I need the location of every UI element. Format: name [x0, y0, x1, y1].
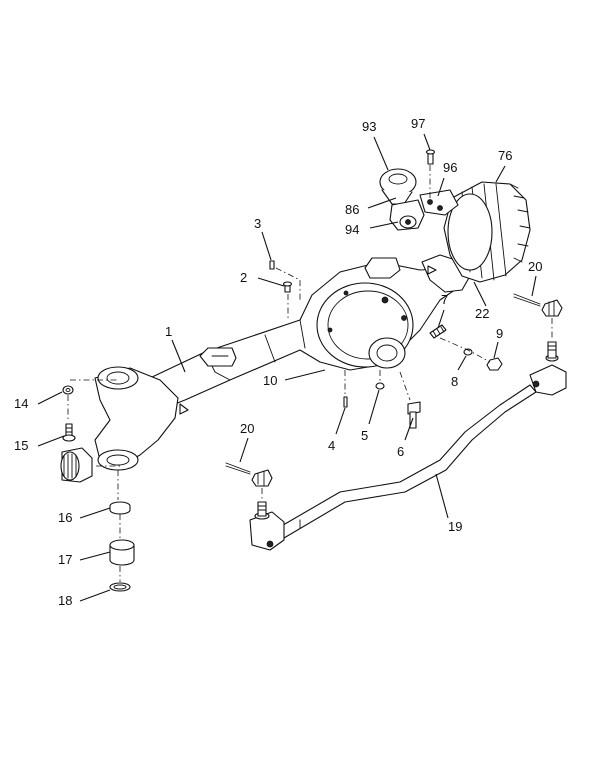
- callout-1: 1: [165, 324, 172, 339]
- seal-18: [109, 582, 131, 592]
- cotter-pin-left: [225, 462, 251, 475]
- tie-rod-end-right: [529, 341, 567, 396]
- callout-2: 2: [240, 270, 247, 285]
- bolt-97: [425, 149, 436, 165]
- tie-rod: [277, 384, 537, 539]
- fitting-3: [269, 260, 275, 270]
- callout-9: 9: [496, 326, 503, 341]
- castle-nut-right: [541, 299, 563, 317]
- washer-14: [62, 385, 74, 395]
- callout-19: 19: [448, 519, 462, 534]
- center-lines: [67, 165, 553, 582]
- bolt-15: [62, 423, 76, 442]
- callout-8: 8: [451, 374, 458, 389]
- callout-3: 3: [254, 216, 261, 231]
- callout-76: 76: [498, 148, 512, 163]
- brake-chamber: [379, 168, 417, 205]
- callout-97: 97: [411, 116, 425, 131]
- pin-4: [343, 396, 348, 408]
- callout-16: 16: [58, 510, 72, 525]
- slack-adjuster: [389, 199, 425, 231]
- bolt-6: [407, 401, 421, 429]
- callout-17: 17: [58, 552, 72, 567]
- axle-beam: [94, 254, 471, 471]
- castle-nut-left: [251, 469, 273, 487]
- callout-96: 96: [443, 160, 457, 175]
- cotter-pin-right: [513, 293, 541, 307]
- leader-lines: [37, 133, 537, 602]
- callout-20-right: 20: [528, 259, 542, 274]
- callout-4: 4: [328, 438, 335, 453]
- callout-14: 14: [14, 396, 28, 411]
- callout-18: 18: [58, 593, 72, 608]
- brake-drum-assembly: [419, 181, 531, 283]
- callout-94: 94: [345, 222, 359, 237]
- callout-22: 22: [475, 306, 489, 321]
- bushing-17: [109, 539, 135, 566]
- callout-7: 7: [441, 292, 448, 307]
- callout-20-left: 20: [240, 421, 254, 436]
- callout-6: 6: [397, 444, 404, 459]
- nut-9: [486, 357, 503, 371]
- fitting-2: [282, 281, 293, 293]
- spindle-stub: [60, 447, 93, 483]
- callout-labels: 1 2 3 4 5 6 7 8 9 10 14 15 16 17 18 19 2…: [14, 116, 542, 608]
- tie-rod-end-left: [249, 501, 285, 551]
- washer-5: [375, 382, 385, 390]
- washer-8: [463, 348, 473, 356]
- washer-16: [109, 501, 131, 515]
- callout-15: 15: [14, 438, 28, 453]
- callout-5: 5: [361, 428, 368, 443]
- callout-10: 10: [263, 373, 277, 388]
- callout-86: 86: [345, 202, 359, 217]
- callout-93: 93: [362, 119, 376, 134]
